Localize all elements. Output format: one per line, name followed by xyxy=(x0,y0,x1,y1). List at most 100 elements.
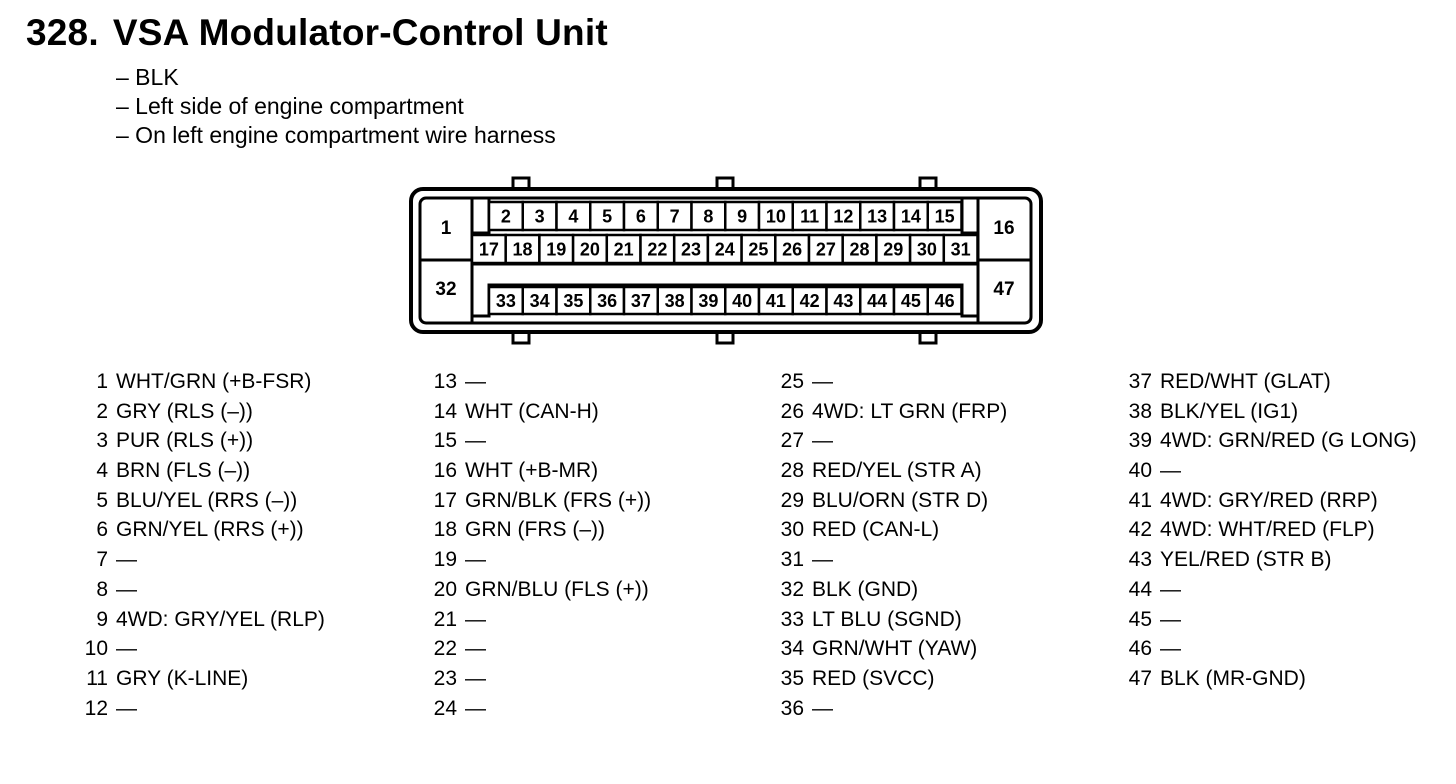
pin-description: GRY (K-LINE) xyxy=(116,666,249,690)
pin-description: — xyxy=(1160,577,1181,601)
note-color: – BLK xyxy=(116,64,179,90)
pin-label-44-cell xyxy=(859,285,896,316)
pin-description: BLU/YEL (RRS (–)) xyxy=(116,488,298,512)
pin-label-7: 7 xyxy=(670,207,680,227)
pin-number: 20 xyxy=(433,577,457,601)
pin-number: 46 xyxy=(1128,637,1152,661)
pin-label-22: 22 xyxy=(647,240,667,260)
pin-description: — xyxy=(465,637,486,661)
pin-description: — xyxy=(812,429,833,453)
pin-number: 9 xyxy=(96,607,108,631)
pin-description: WHT (CAN-H) xyxy=(465,399,599,423)
pin-label-26-cell xyxy=(774,233,811,265)
pin-number: 35 xyxy=(780,666,804,690)
pin-number: 47 xyxy=(1128,666,1152,690)
pin-label-42-cell xyxy=(791,285,828,316)
pin-label-32: 32 xyxy=(435,279,456,300)
pin-description: — xyxy=(465,548,486,572)
pin-description: RED/WHT (GLAT) xyxy=(1160,370,1331,393)
pin-label-31: 31 xyxy=(951,240,971,260)
pin-number: 14 xyxy=(433,399,457,423)
pin-label-15-cell xyxy=(926,200,963,232)
pin-number: 31 xyxy=(780,548,804,572)
pin-label-20: 20 xyxy=(580,240,600,260)
pin-label-19: 19 xyxy=(546,240,566,260)
pin-label-2: 2 xyxy=(501,207,511,227)
pin-label-25: 25 xyxy=(748,240,768,260)
pin-description: — xyxy=(812,548,833,572)
pin-description: RED (CAN-L) xyxy=(812,518,940,542)
pin-description: — xyxy=(1160,607,1181,631)
pin-description: GRN/YEL (RRS (+)) xyxy=(116,518,304,542)
pin-description: — xyxy=(116,577,137,601)
pin-label-6: 6 xyxy=(636,207,646,227)
pin-label-43: 43 xyxy=(833,291,853,311)
pin-label-37: 37 xyxy=(631,291,651,311)
pin-number: 3 xyxy=(96,429,108,453)
pin-number: 36 xyxy=(780,696,804,720)
pin-description: 4WD: GRN/RED (G LONG) xyxy=(1160,429,1417,453)
pin-number: 32 xyxy=(780,577,804,601)
pin-number: 7 xyxy=(96,548,108,572)
pin-label-10: 10 xyxy=(766,207,786,227)
pin-description: GRN/WHT (YAW) xyxy=(812,637,978,661)
pin-description: — xyxy=(1160,637,1181,661)
pin-label-29: 29 xyxy=(883,240,903,260)
pin-label-4: 4 xyxy=(568,207,578,227)
pin-number: 37 xyxy=(1128,370,1152,393)
pin-number: 1 xyxy=(96,370,108,393)
pin-label-19-cell xyxy=(538,233,575,265)
pin-label-18: 18 xyxy=(513,240,533,260)
pin-number: 24 xyxy=(433,696,457,720)
pin-label-12: 12 xyxy=(833,207,853,227)
pin-number: 28 xyxy=(780,459,804,483)
pin-label-41-cell xyxy=(757,285,794,316)
pin-label-11-cell xyxy=(791,200,828,232)
pin-description: — xyxy=(465,607,486,631)
pin-description: WHT (+B-MR) xyxy=(465,459,599,483)
pin-number: 30 xyxy=(780,518,804,542)
pin-label-9-cell xyxy=(724,200,761,232)
pin-number: 34 xyxy=(780,637,804,661)
pin-description: BLK (MR-GND) xyxy=(1160,666,1306,690)
pin-label-8-cell xyxy=(690,200,727,232)
pin-description: BRN (FLS (–)) xyxy=(116,459,251,483)
pin-label-34: 34 xyxy=(530,291,550,311)
pin-label-24: 24 xyxy=(715,240,735,260)
pin-label-15: 15 xyxy=(935,207,955,227)
pin-number: 6 xyxy=(96,518,108,542)
pin-number: 18 xyxy=(433,518,457,542)
pin-number: 39 xyxy=(1128,429,1152,453)
pin-label-38: 38 xyxy=(665,291,685,311)
pin-description: PUR (RLS (+)) xyxy=(116,429,254,453)
pin-label-26: 26 xyxy=(782,240,802,260)
pin-label-37-cell xyxy=(622,285,659,316)
pin-label-45-cell xyxy=(892,285,929,316)
pin-label-9: 9 xyxy=(737,207,747,227)
pin-label-18-cell xyxy=(504,233,541,265)
pin-label-39: 39 xyxy=(698,291,718,311)
pin-number: 23 xyxy=(433,666,457,690)
pin-label-39-cell xyxy=(690,285,727,316)
pin-label-46-cell xyxy=(926,285,963,316)
pin-label-3-cell xyxy=(521,200,558,232)
pin-description: — xyxy=(465,696,486,720)
pin-number: 45 xyxy=(1128,607,1152,631)
pin-number: 44 xyxy=(1128,577,1152,601)
pin-number: 29 xyxy=(780,488,804,512)
pin-description: GRY (RLS (–)) xyxy=(116,399,253,423)
pin-label-5: 5 xyxy=(602,207,612,227)
pin-label-7-cell xyxy=(656,200,693,232)
pin-number: 22 xyxy=(433,637,457,661)
pin-number: 17 xyxy=(433,488,457,512)
pin-label-30: 30 xyxy=(917,240,937,260)
pin-label-33-cell xyxy=(487,285,524,316)
pin-number: 42 xyxy=(1128,518,1152,542)
pin-number: 4 xyxy=(96,459,108,483)
pin-label-10-cell xyxy=(757,200,794,232)
pin-description: — xyxy=(116,548,137,572)
pin-number: 41 xyxy=(1128,488,1152,512)
pin-label-16: 16 xyxy=(993,218,1014,239)
